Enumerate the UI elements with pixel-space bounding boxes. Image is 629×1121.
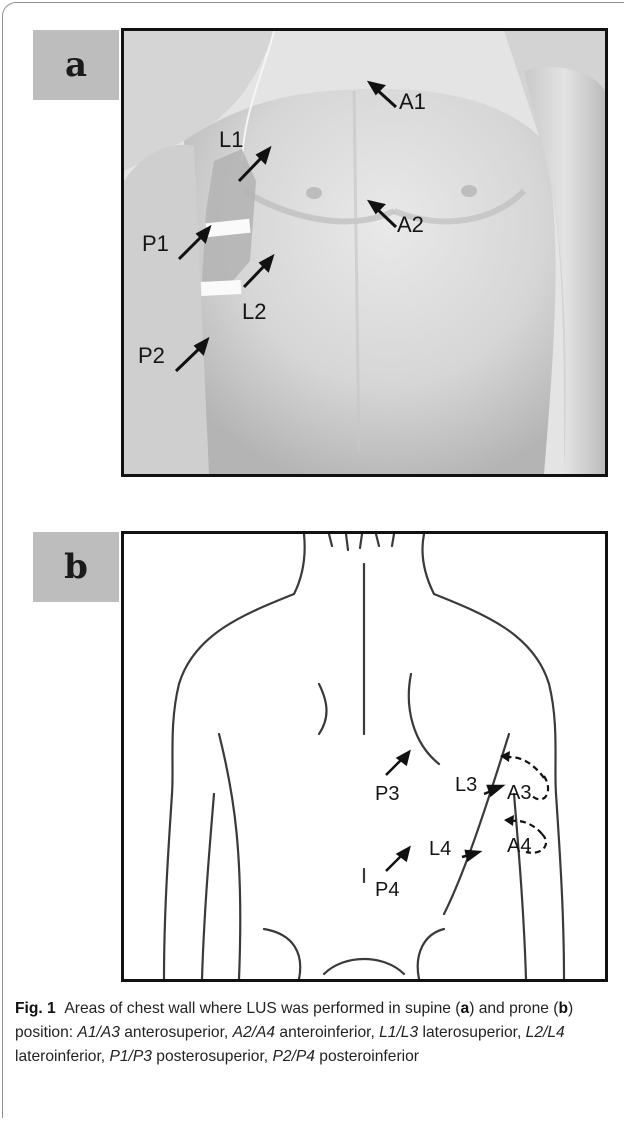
prone-back-illustration: P3 P4 L3 L4 A3 A4 [124,534,605,979]
caption-code-3: L2/L4 [526,1024,565,1041]
panel-b-tag: b [33,532,119,602]
figure-caption: Fig. 1 Areas of chest wall where LUS was… [15,997,615,1069]
caption-code-4: P1/P3 [109,1048,151,1065]
label-A2: A2 [397,212,424,237]
supine-torso-illustration: A1 A2 L1 L2 P1 P2 [124,31,605,474]
panel-a-image: A1 A2 L1 L2 P1 P2 [121,28,608,477]
caption-text-2: laterosuperior, [418,1024,525,1041]
label-L1: L1 [219,127,243,152]
label-P1: P1 [142,231,169,256]
label-L4: L4 [429,838,451,860]
label-A3: A3 [507,782,531,804]
caption-code-1: A2/A4 [233,1024,275,1041]
label-P2: P2 [138,343,165,368]
caption-code-2: L1/L3 [379,1024,418,1041]
caption-text-5: posteroinferior [315,1048,419,1065]
label-P4: P4 [375,879,399,901]
panel-b-image: P3 P4 L3 L4 A3 A4 [121,531,608,982]
panel-a-tag: a [33,30,119,100]
caption-intro: Areas of chest wall where LUS was perfor… [64,1000,460,1017]
label-A4: A4 [507,835,531,857]
caption-text-3: lateroinferior, [15,1048,109,1065]
caption-code-5: P2/P4 [272,1048,314,1065]
caption-b: b [558,1000,568,1017]
caption-text-4: posterosuperior, [152,1048,273,1065]
label-L2: L2 [242,299,266,324]
caption-mid: ) and prone ( [469,1000,558,1017]
caption-text-0: anterosuperior, [120,1024,233,1041]
caption-a: a [461,1000,470,1017]
caption-fig-label: Fig. 1 [15,1000,56,1017]
caption-code-0: A1/A3 [77,1024,119,1041]
label-P3: P3 [375,783,399,805]
label-A1: A1 [399,89,426,114]
caption-text-1: anteroinferior, [275,1024,379,1041]
label-L3: L3 [455,774,477,796]
